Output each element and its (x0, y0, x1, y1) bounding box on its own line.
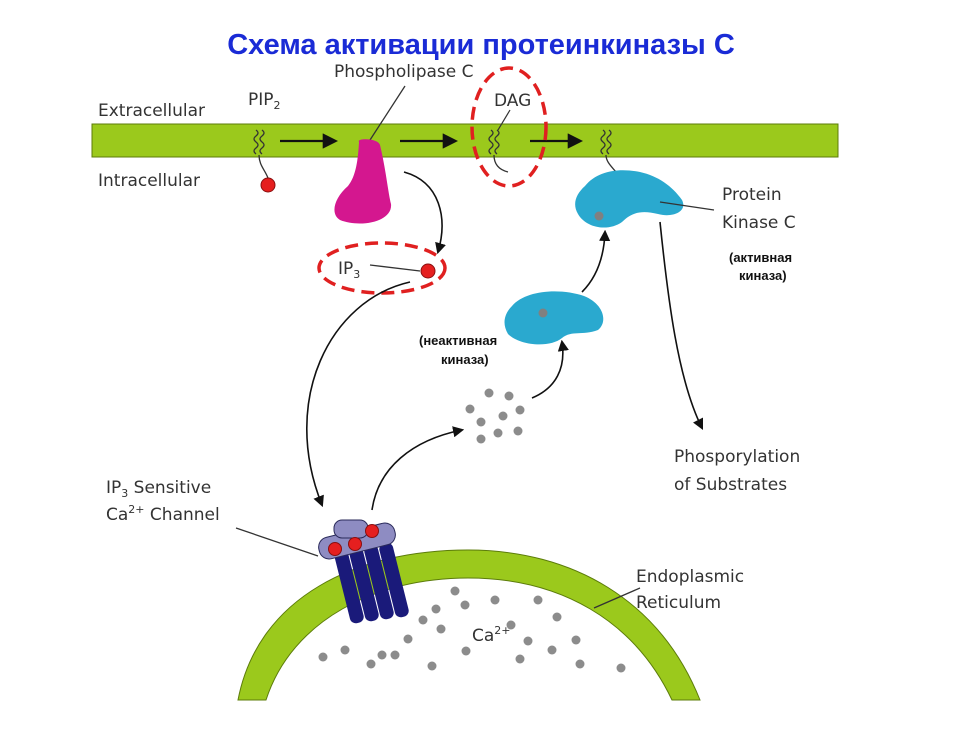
phospholipase-c-pointer (369, 85, 406, 141)
calcium-to-kinase-arrow (531, 339, 569, 399)
protein-kinase-c-label-line1: Protein (722, 185, 782, 205)
active-kinase-note-line1: (активная (729, 250, 792, 265)
plc-to-ip3-arrow (403, 171, 446, 255)
endoplasmic-reticulum-membrane (237, 549, 701, 701)
protein-kinase-c-inactive (504, 291, 604, 345)
dag-highlight (470, 66, 548, 188)
phospholipase-c-label: Phospholipase C (334, 62, 474, 82)
protein-kinase-c-active (575, 170, 684, 228)
pip2-molecule (253, 129, 276, 193)
inactive-to-active-arrow (581, 229, 611, 293)
er-calcium-label: Ca2+ (472, 624, 511, 646)
channel-bound-ip3-2 (348, 537, 362, 551)
intracellular-label: Intracellular (98, 171, 200, 191)
pkc-pointer (659, 201, 715, 211)
inactive-kinase-note-line2: киназа) (441, 352, 489, 367)
pkc-active-site-dot (594, 211, 604, 221)
phosphorylation-label-line1: Phosporylation (674, 447, 800, 467)
er-calcium-ions (318, 586, 626, 673)
channel-pointer (235, 527, 319, 557)
pip2-head-marker (260, 177, 276, 193)
dag-molecule (488, 109, 511, 173)
phospholipase-c-enzyme (334, 139, 392, 224)
channel-bound-ip3-1 (328, 542, 342, 556)
ip3-to-channel-arrow (306, 281, 411, 508)
er-pointer (593, 587, 641, 609)
phosphorylation-label-line2: of Substrates (674, 475, 787, 495)
pkc-to-phosphorylation-arrow (659, 221, 704, 431)
channel-bound-ip3-3 (365, 524, 379, 538)
channel-to-calcium-arrow (371, 426, 465, 511)
channel-label-line1: IP3 Sensitive (106, 478, 211, 500)
er-label-line1: Endoplasmic (636, 567, 744, 587)
diagram-title: Схема активации протеинкиназы С (227, 29, 735, 61)
er-label-line2: Reticulum (636, 593, 721, 613)
ip3-molecule-marker (420, 263, 436, 279)
ip3-pointer (369, 264, 421, 272)
dag-label: DAG (494, 91, 531, 111)
channel-label-line2: Ca2+ Channel (106, 503, 220, 525)
protein-kinase-c-label-line2: Kinase C (722, 213, 796, 233)
released-calcium-ions (465, 388, 525, 444)
pip2-label: PIP2 (248, 90, 281, 112)
extracellular-label: Extracellular (98, 101, 205, 121)
cell-membrane (91, 123, 839, 158)
pkc-inactive-site-dot (538, 308, 548, 318)
inactive-kinase-note-line1: (неактивная (419, 333, 497, 348)
ip3-label: IP3 (338, 259, 360, 281)
active-kinase-note-line2: киназа) (739, 268, 787, 283)
